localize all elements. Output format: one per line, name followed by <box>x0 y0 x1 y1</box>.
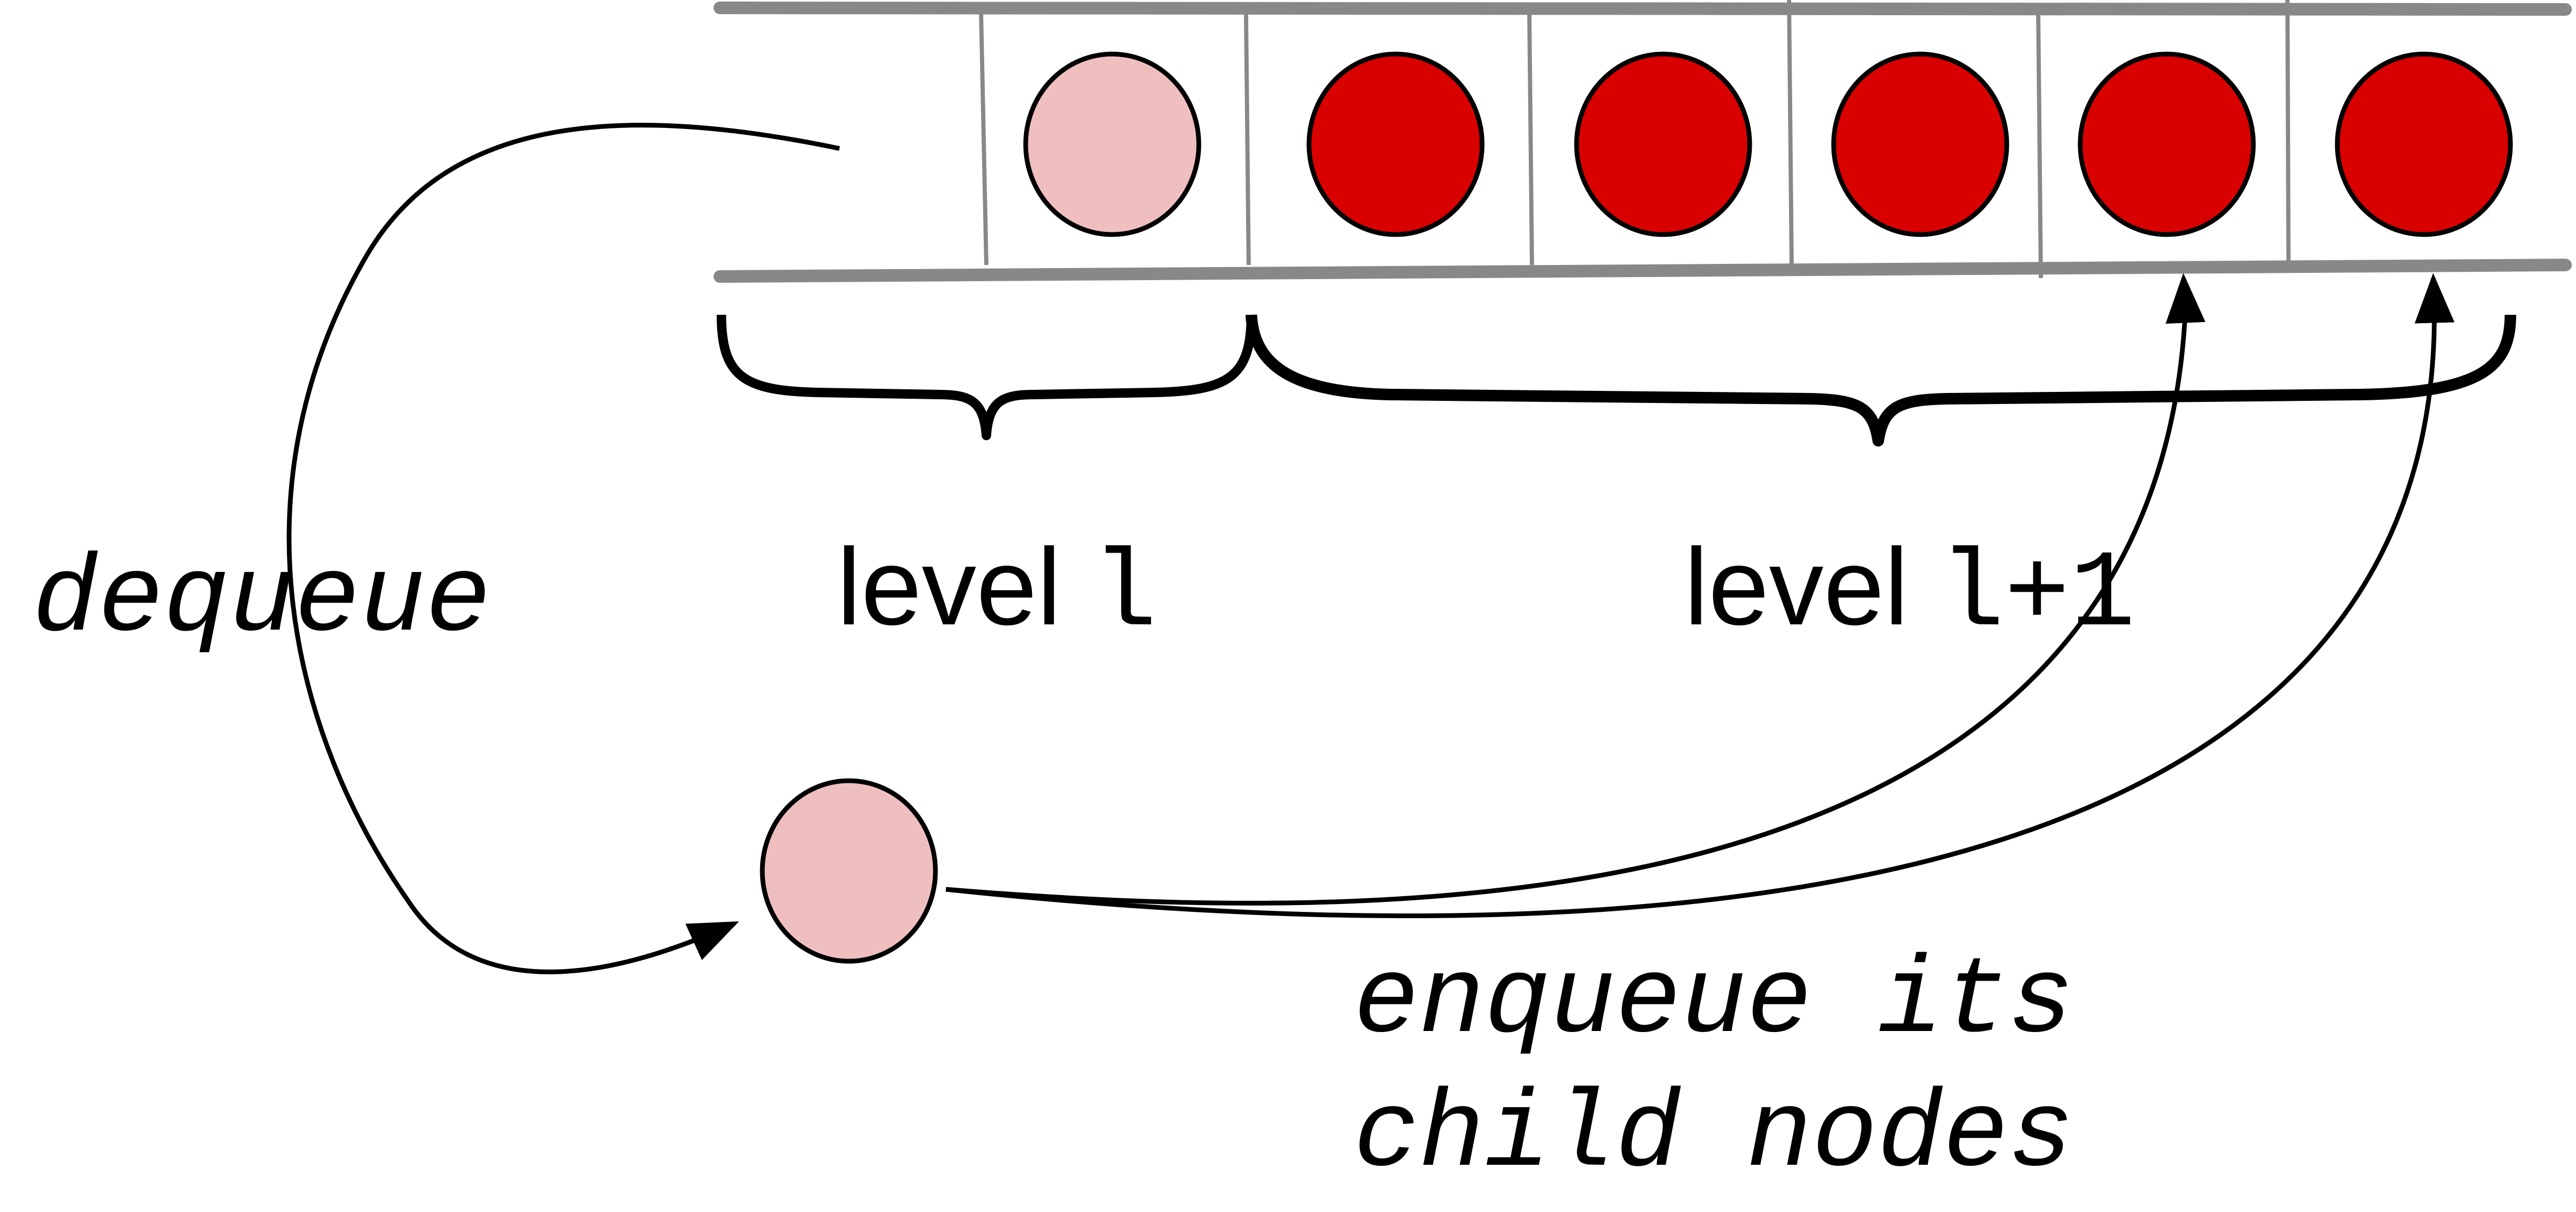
queue-divider <box>2036 13 2043 279</box>
queue-divider <box>1244 13 1251 265</box>
queue-divider <box>979 13 988 265</box>
queue-divider <box>1787 0 1794 265</box>
queue-cell-dividers <box>979 0 2291 279</box>
brace-level-l <box>717 314 1256 440</box>
brace-level-l-plus-1 <box>1246 314 2516 446</box>
queue-node-child <box>1574 51 1752 237</box>
queue-node-current <box>1023 51 1201 237</box>
level-l-label: level l <box>837 526 1157 657</box>
queue-node-child <box>2335 51 2513 237</box>
queue-node-child <box>1306 51 1485 237</box>
level-next-word: level <box>1684 526 1939 648</box>
enqueue-label-line-2: child nodes <box>1354 1075 2074 1198</box>
enqueue-arrow-2 <box>945 273 2455 918</box>
queue-nodes <box>1023 51 2513 237</box>
enqueue-arrow-1 <box>945 273 2206 906</box>
dequeued-node <box>760 778 938 964</box>
queue-node-child <box>1831 51 2009 237</box>
level-l-word: level <box>837 526 1092 648</box>
level-next-var: l+1 <box>1939 534 2135 657</box>
queue-divider <box>2285 0 2291 265</box>
queue-bottom-rail <box>714 259 2572 283</box>
level-l-var: l <box>1092 534 1157 657</box>
queue-node-child <box>2078 51 2256 237</box>
dequeue-label: dequeue <box>33 539 491 663</box>
queue-top-rail <box>714 2 2572 16</box>
queue-divider <box>1527 13 1534 265</box>
dequeue-arrow <box>286 122 840 974</box>
enqueue-label-line-1: enqueue its <box>1354 941 2074 1064</box>
